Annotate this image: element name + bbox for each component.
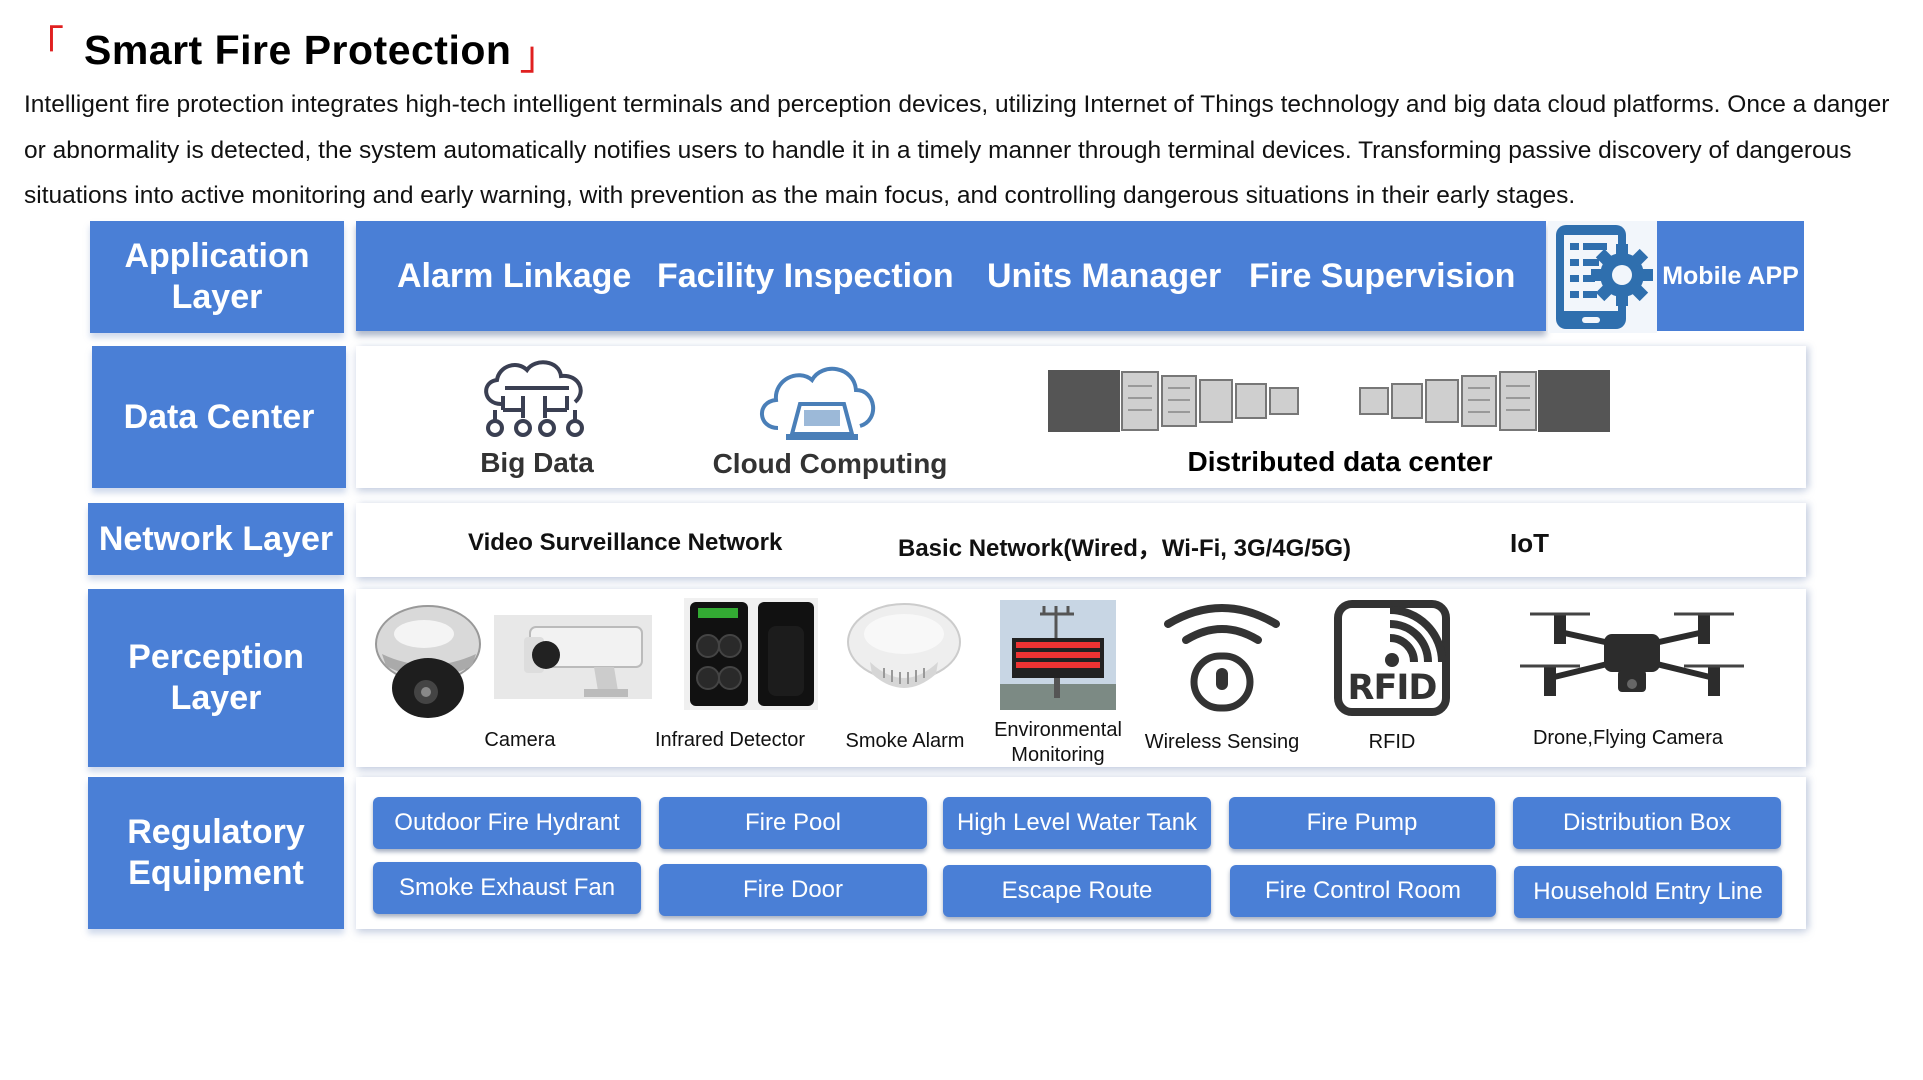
camera-label: Camera bbox=[484, 729, 556, 751]
mobile-settings-icon bbox=[1548, 221, 1657, 333]
app-item-fire-supervision: Fire Supervision bbox=[1249, 256, 1516, 295]
mobile-app-label: Mobile APP bbox=[1657, 221, 1804, 331]
drone-label: Drone,Flying Camera bbox=[1532, 727, 1724, 749]
infrared-detector-label: Infrared Detector bbox=[654, 729, 806, 751]
equipment-high-level-water-tank[interactable]: High Level Water Tank bbox=[943, 797, 1211, 849]
equipment-household-entry-line[interactable]: Household Entry Line bbox=[1514, 866, 1782, 918]
wireless-sensing-icon bbox=[1160, 600, 1284, 712]
app-item-facility-inspection: Facility Inspection bbox=[657, 256, 954, 295]
application-bar: Alarm Linkage Facility Inspection Units … bbox=[356, 221, 1546, 331]
equipment-outdoor-fire-hydrant[interactable]: Outdoor Fire Hydrant bbox=[373, 797, 641, 849]
app-item-alarm-linkage: Alarm Linkage bbox=[397, 256, 632, 295]
network-layer-label: Network Layer bbox=[88, 503, 344, 575]
equipment-fire-control-room[interactable]: Fire Control Room bbox=[1230, 865, 1496, 917]
rfid-icon bbox=[1334, 600, 1450, 716]
network-basic: Basic Network(Wired，Wi-Fi, 3G/4G/5G) bbox=[898, 535, 1351, 562]
perception-layer-label: Perception Layer bbox=[88, 589, 344, 767]
distributed-data-center-label: Distributed data center bbox=[1187, 446, 1493, 477]
environmental-monitor-icon bbox=[1000, 600, 1116, 710]
smoke-alarm-label: Smoke Alarm bbox=[845, 730, 965, 752]
intro-paragraph: Intelligent fire protection integrates h… bbox=[24, 91, 1890, 209]
page-title: 「 Smart Fire Protection 」 bbox=[24, 20, 559, 80]
equipment-distribution-box[interactable]: Distribution Box bbox=[1513, 797, 1781, 849]
wireless-sensing-label: Wireless Sensing bbox=[1144, 731, 1300, 753]
cloud-computing-icon bbox=[752, 362, 884, 444]
equipment-smoke-exhaust-fan[interactable]: Smoke Exhaust Fan bbox=[373, 862, 641, 914]
application-layer-label: Application Layer bbox=[90, 221, 344, 333]
server-rack-icon bbox=[1048, 368, 1630, 434]
network-iot: IoT bbox=[1510, 528, 1549, 558]
dome-camera-icon bbox=[372, 604, 486, 722]
network-video-surveillance: Video Surveillance Network bbox=[468, 529, 783, 556]
title-close-bracket: 」 bbox=[519, 33, 560, 79]
environmental-monitoring-label: Environmental Monitoring bbox=[994, 719, 1122, 766]
title-open-bracket: 「 bbox=[24, 23, 64, 69]
smoke-alarm-icon bbox=[846, 602, 962, 698]
equipment-fire-pump[interactable]: Fire Pump bbox=[1229, 797, 1495, 849]
app-item-units-manager: Units Manager bbox=[987, 256, 1222, 295]
big-data-label: Big Data bbox=[480, 447, 594, 478]
data-center-label: Data Center bbox=[92, 346, 346, 488]
title-text: Smart Fire Protection bbox=[84, 26, 512, 73]
regulatory-equipment-label: Regulatory Equipment bbox=[88, 777, 344, 929]
equipment-fire-door[interactable]: Fire Door bbox=[659, 864, 927, 916]
equipment-fire-pool[interactable]: Fire Pool bbox=[659, 797, 927, 849]
big-data-icon bbox=[475, 358, 599, 440]
cloud-computing-label: Cloud Computing bbox=[712, 448, 948, 479]
infrared-detector-icon bbox=[684, 598, 818, 710]
rfid-logo-text: RFID bbox=[1347, 668, 1438, 708]
network-panel bbox=[356, 503, 1806, 577]
rfid-label: RFID bbox=[1368, 731, 1416, 753]
bullet-camera-icon bbox=[494, 615, 652, 699]
equipment-escape-route[interactable]: Escape Route bbox=[943, 865, 1211, 917]
drone-icon bbox=[1500, 604, 1764, 720]
